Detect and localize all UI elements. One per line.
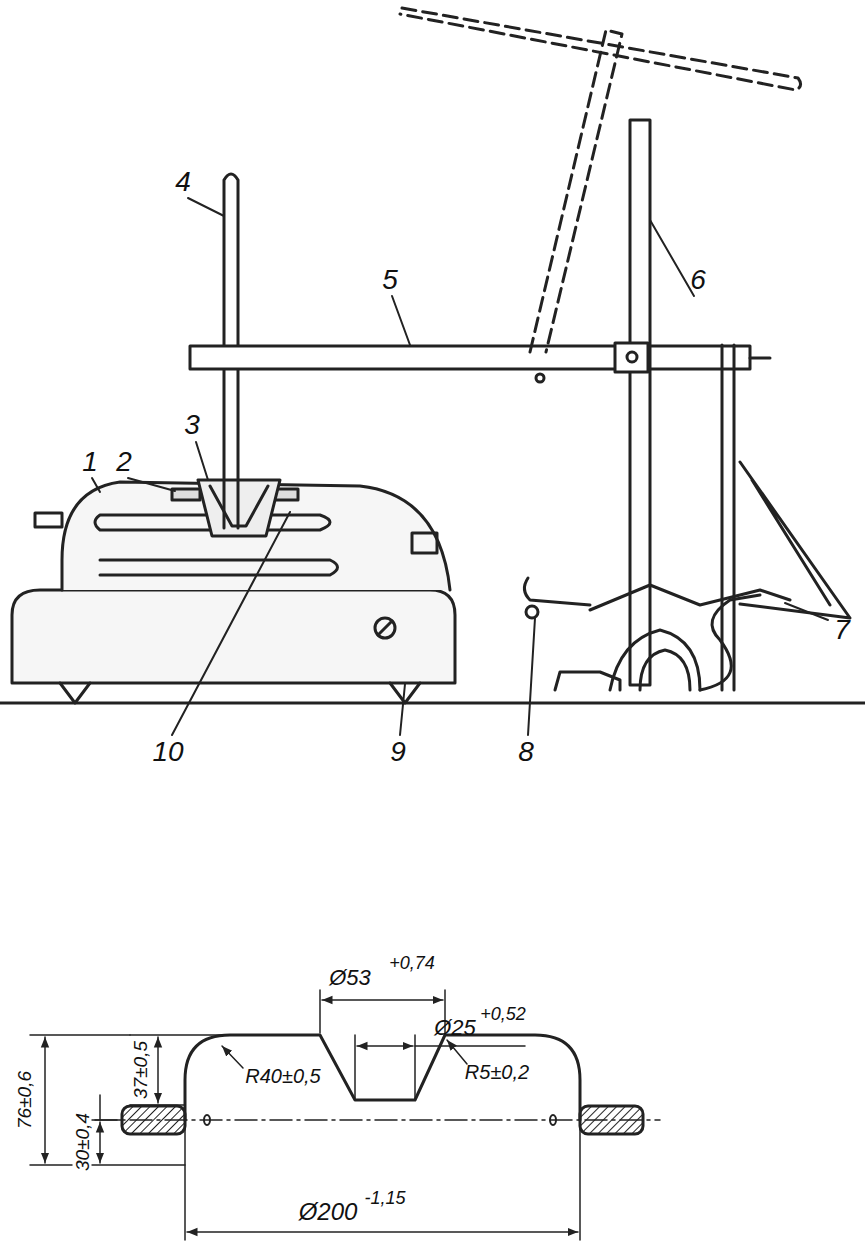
dimension-label: +0,74: [389, 954, 435, 972]
dimension-label: -1,15: [364, 1189, 405, 1207]
dimension-label: 30±0,4: [73, 1111, 92, 1173]
callout-number: 4: [175, 168, 191, 196]
dimension-label: 76±0,6: [15, 1069, 34, 1131]
dimension-label: R5±0,2: [465, 1062, 529, 1082]
callout-number: 1: [82, 448, 98, 476]
callout-number: 3: [184, 411, 200, 439]
callout-number: 6: [690, 266, 706, 294]
dimension-label: Ø200: [299, 1200, 358, 1224]
callout-number: 8: [518, 738, 534, 766]
callout-number: 5: [382, 266, 398, 294]
dimension-label: R40±0,5: [245, 1066, 320, 1086]
dimension-label: +0,52: [480, 1005, 526, 1023]
callout-number: 7: [834, 616, 850, 644]
callout-number: 10: [152, 738, 183, 766]
callout-number: 9: [390, 738, 406, 766]
callout-number: 2: [116, 448, 132, 476]
dimension-label: Ø25: [434, 1017, 476, 1039]
dimension-label: 37±0,5: [131, 1039, 150, 1101]
dimension-label: Ø53: [329, 967, 371, 989]
